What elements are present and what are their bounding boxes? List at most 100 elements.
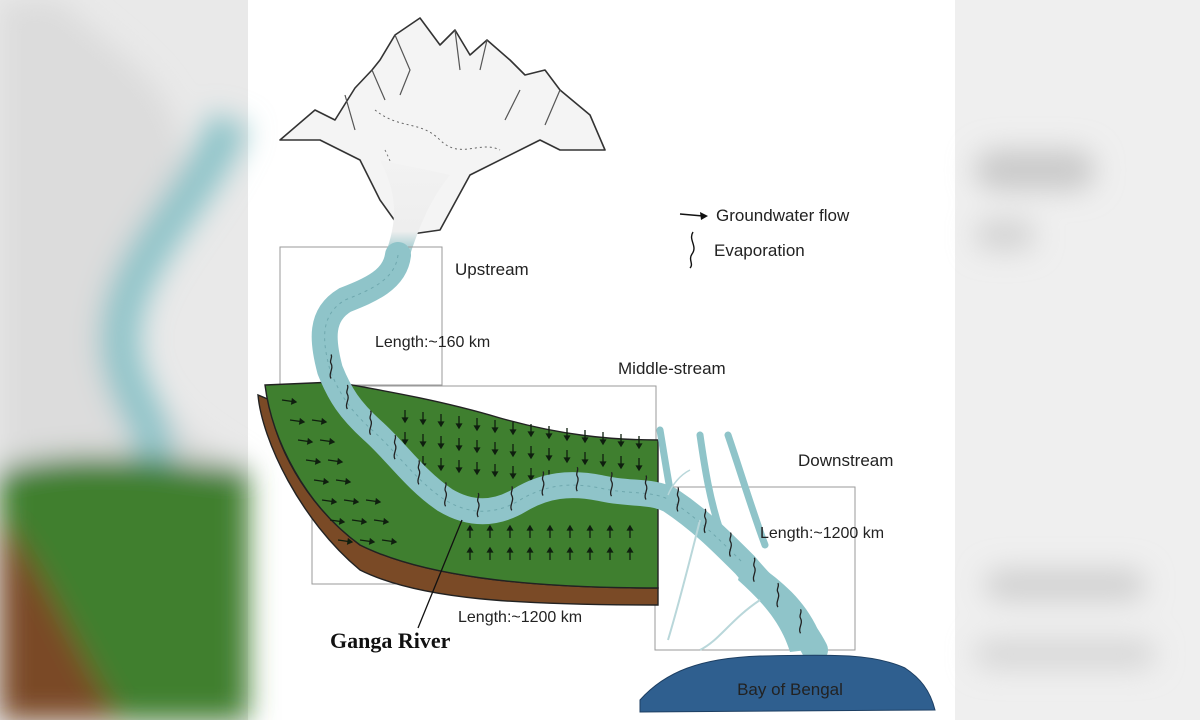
groundwater-arrowhead [566,524,574,531]
middle-stream-label: Middle-stream [618,359,726,378]
groundwater-arrowhead [506,524,514,531]
groundwater-arrowhead [290,397,298,405]
groundwater-arrowhead [606,524,614,531]
himalaya-mountains [279,17,606,255]
legend-groundwater-flow-label: Groundwater flow [716,206,850,225]
groundwater-arrowhead [566,546,574,553]
groundwater-arrowhead [390,537,398,545]
groundwater-arrowhead [336,457,344,465]
upstream-box [279,246,443,386]
groundwater-arrowhead [401,439,409,446]
groundwater-arrowhead [306,437,314,445]
evaporation-mark [510,486,514,511]
right-blurred-backdrop [955,0,1200,720]
downstream-label: Downstream [798,451,893,470]
groundwater-arrowhead [635,465,643,472]
groundwater-arrowhead [491,449,499,456]
evaporation-mark [369,410,373,435]
groundwater-arrowhead [563,457,571,464]
groundwater-arrowhead [437,421,445,428]
evaporation-mark [609,471,613,497]
groundwater-arrowhead [328,437,336,445]
evaporation-mark [345,384,349,410]
evaporation-marks [329,354,803,634]
evaporation-mark [799,608,803,634]
groundwater-arrowhead [455,467,463,474]
groundwater-arrowhead [617,441,625,448]
bay-of-bengal-label: Bay of Bengal [737,680,843,699]
groundwater-arrowhead [473,425,481,432]
evaporation-mark [575,466,579,492]
groundwater-arrowhead [581,459,589,466]
groundwater-arrowhead [473,469,481,476]
groundwater-arrowhead [382,517,390,525]
groundwater-arrowhead [599,439,607,446]
groundwater-arrowhead [606,546,614,553]
groundwater-arrowhead [563,435,571,442]
groundwater-arrowhead [526,546,534,553]
evaporation-mark [476,492,480,518]
groundwater-arrowhead [545,455,553,462]
groundwater-arrowhead [635,443,643,450]
upstream-length-label: Length:~160 km [375,334,490,351]
groundwater-arrowhead [599,461,607,468]
groundwater-arrowhead [314,457,322,465]
groundwater-arrowhead [344,477,352,485]
evaporation-mark [329,354,333,379]
evaporation-mark [417,459,421,485]
groundwater-arrowhead [509,451,517,458]
legend: Groundwater flow Evaporation [679,206,850,269]
groundwater-arrowhead [491,427,499,434]
legend-evaporation-label: Evaporation [714,241,805,260]
groundwater-flow-legend-arrowhead [700,212,708,220]
groundwater-arrowhead [360,517,368,525]
evaporation-mark [703,508,707,534]
evaporation-mark [541,471,545,496]
bay-of-bengal-shape [639,654,936,713]
evaporation-mark [676,487,680,512]
groundwater-arrowhead [491,471,499,478]
groundwater-arrowhead [346,537,354,545]
evaporation-legend-icon [689,231,695,269]
downstream-length-label: Length:~1200 km [760,525,884,542]
groundwater-arrowhead [486,524,494,531]
groundwater-arrowhead [626,546,634,553]
groundwater-arrowhead [626,524,634,531]
groundwater-arrowhead [527,475,535,482]
groundwater-arrowhead [455,445,463,452]
groundwater-arrowhead [352,497,360,505]
groundwater-arrowhead [586,546,594,553]
groundwater-arrowhead [506,546,514,553]
groundwater-arrowhead [466,524,474,531]
groundwater-arrowhead [509,473,517,480]
evaporation-mark [644,475,648,500]
groundwater-arrow-field [281,397,643,560]
groundwater-arrowhead [545,433,553,440]
groundwater-arrowhead [509,429,517,436]
groundwater-arrowhead [473,447,481,454]
evaporation-mark [752,557,756,583]
groundwater-arrowhead [320,417,328,425]
groundwater-arrowhead [526,524,534,531]
groundwater-arrowhead [527,431,535,438]
upstream-label: Upstream [455,260,529,279]
groundwater-arrowhead [368,537,376,545]
groundwater-arrowhead [581,437,589,444]
groundwater-arrowhead [546,546,554,553]
groundwater-arrowhead [437,443,445,450]
river-pointer-line [417,519,463,629]
left-blurred-backdrop [0,0,249,720]
evaporation-mark [444,481,448,507]
groundwater-arrowhead [419,419,427,426]
groundwater-arrowhead [455,423,463,430]
groundwater-arrowhead [527,453,535,460]
groundwater-arrowhead [401,417,409,424]
ganga-river-channel [311,242,828,663]
groundwater-arrowhead [546,524,554,531]
evaporation-mark [728,532,732,557]
groundwater-flow-legend-icon [679,213,704,217]
groundwater-arrowhead [330,497,338,505]
groundwater-arrowhead [586,524,594,531]
